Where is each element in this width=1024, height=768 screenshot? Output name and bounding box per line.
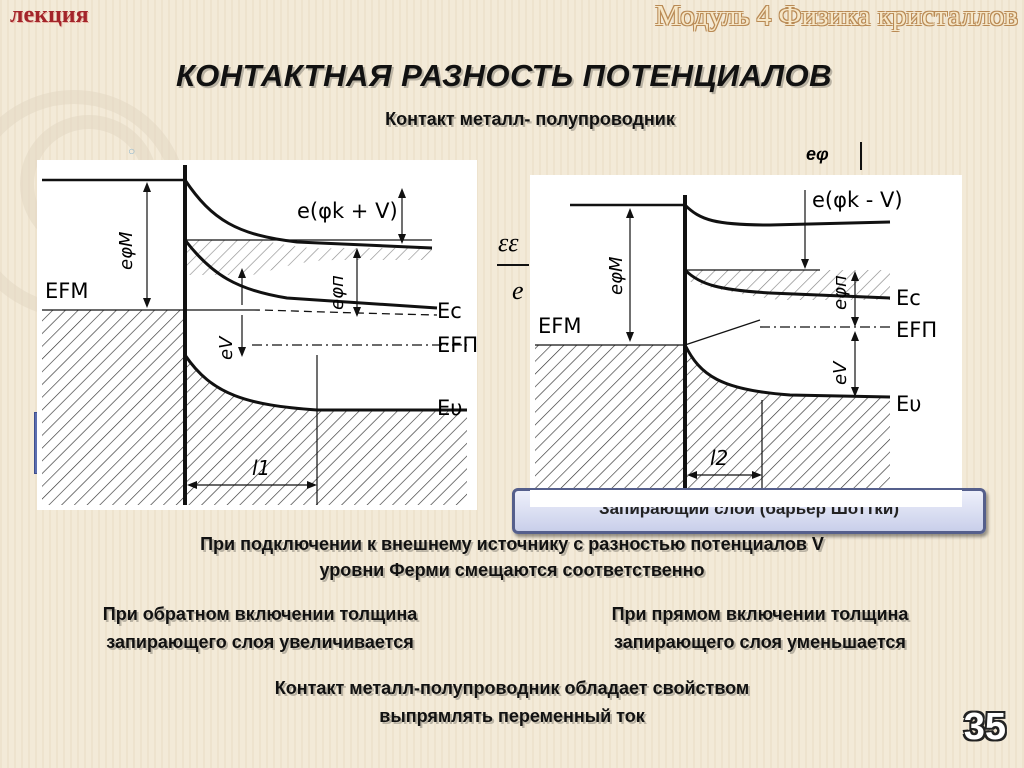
- vacuum-level-curve: [183, 179, 433, 250]
- left-band-diagram-panel: e(φk + V) eφM eφп EFM Ec EFП Eυ eV l1: [37, 160, 478, 510]
- left-evalence-label: Eυ: [437, 396, 462, 420]
- conduction-band-curve: [683, 268, 891, 300]
- left-width-label: l1: [252, 456, 270, 480]
- right-efm-label: EFM: [538, 314, 581, 338]
- formula-bar: [497, 264, 529, 266]
- left-ec-label: Ec: [437, 299, 462, 323]
- reverse-bias-line2: запирающего слоя увеличивается: [106, 632, 414, 652]
- left-ev-label: eV: [216, 335, 237, 360]
- surface-hatch: [685, 270, 890, 300]
- right-band-diagram-panel: e(φk - V) eφM eφп EFM Ec EFП Eυ eV l2: [530, 175, 962, 510]
- right-band-diagram: e(φk - V) eφM eφп EFM Ec EFП Eυ eV l2: [535, 188, 937, 505]
- left-efp-label: EFП: [437, 333, 477, 357]
- right-efp-label: EFП: [896, 318, 937, 342]
- left-potential-label: e(φk + V): [297, 199, 398, 223]
- slide-title: КОНТАКТНАЯ РАЗНОСТЬ ПОТЕНЦИАЛОВ: [175, 58, 833, 93]
- valence-band-curve: [183, 354, 467, 412]
- left-band-diagram: e(φk + V) eφM eφп EFM Ec EFП Eυ eV l1: [42, 165, 478, 505]
- page-number: 35: [963, 706, 1006, 748]
- formula-fragment: εε: [498, 228, 519, 257]
- metal-hatch: [535, 345, 685, 505]
- metal-hatch: [42, 310, 185, 505]
- vacuum-level-curve: [683, 203, 891, 227]
- left-phi-m-label: eφM: [116, 231, 137, 270]
- valence-hatch: [685, 345, 890, 505]
- potential-arrowhead: [801, 259, 809, 269]
- left-efm-label: EFM: [45, 279, 88, 303]
- right-ec-label: Ec: [896, 286, 921, 310]
- forward-bias-line1: При прямом включении толщина: [611, 604, 909, 624]
- right-evalence-label: Eυ: [896, 392, 921, 416]
- line-external-source: При подключении к внешнему источнику с р…: [200, 534, 824, 554]
- right-panel-overlap: [530, 490, 962, 507]
- conduction-band-curve: [183, 239, 438, 310]
- conclusion-line1: Контакт металл-полупроводник обладает св…: [274, 678, 750, 698]
- conclusion-line2: выпрямлять переменный ток: [379, 706, 645, 726]
- module-title: Модуль 4 Физика кристаллов: [655, 0, 1018, 32]
- ev-arrowheads: [238, 268, 246, 357]
- right-width-label: l2: [710, 446, 728, 470]
- formula-denominator: e: [512, 276, 524, 305]
- hidden-top-bar: [860, 142, 862, 170]
- fermi-curve: [251, 309, 438, 316]
- right-ev-label: eV: [830, 360, 851, 385]
- valence-hatch: [185, 355, 467, 505]
- slide-subtitle: Контакт металл- полупроводник: [385, 109, 675, 129]
- right-phi-m-label: eφM: [606, 256, 627, 295]
- reverse-bias-line1: При обратном включении толщина: [102, 604, 418, 624]
- left-phi-p-label: eφп: [327, 275, 348, 310]
- bullet-marker: ○: [128, 144, 136, 158]
- hidden-top-fragment: eφ: [806, 144, 829, 164]
- forward-bias-line2: запирающего слоя уменьшается: [614, 632, 906, 652]
- right-potential-label: e(φk - V): [812, 188, 903, 212]
- surface-hatch: [185, 240, 432, 275]
- lecture-label: лекция: [10, 2, 89, 28]
- fermi-slant: [684, 319, 761, 346]
- line-fermi-shift: уровни Ферми смещаются соответственно: [319, 560, 705, 580]
- valence-band-curve: [683, 344, 891, 399]
- right-phi-p-label: eφп: [830, 275, 851, 310]
